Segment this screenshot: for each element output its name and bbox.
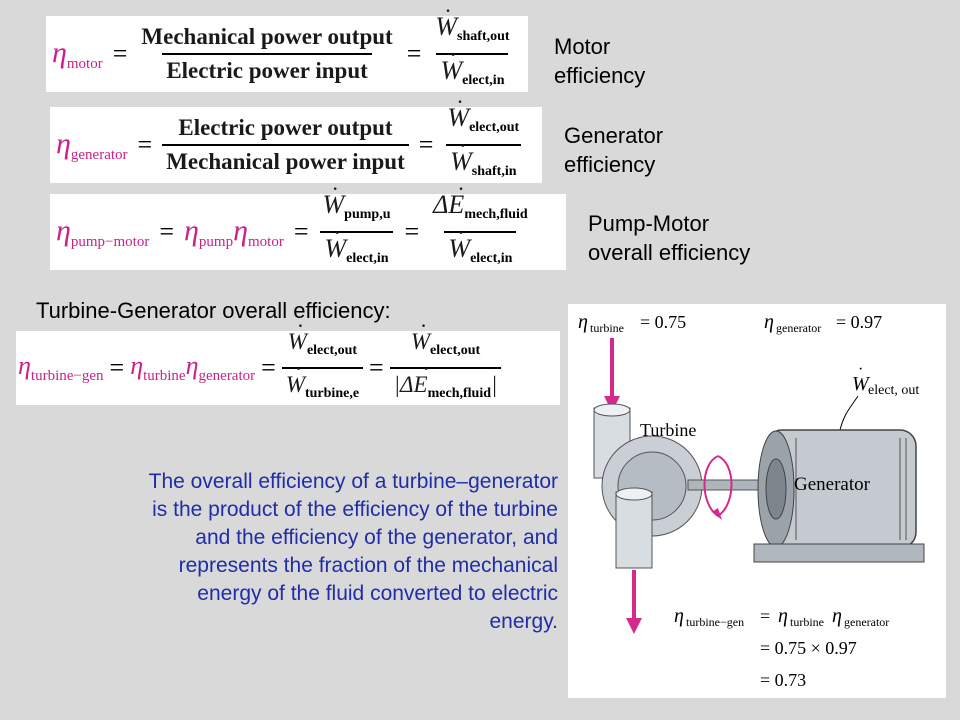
eta-symbol: ηmotor xyxy=(52,35,103,72)
eta-tg-equals: = xyxy=(760,606,770,626)
outflow-arrow-head xyxy=(626,618,642,634)
turbine-label: Turbine xyxy=(640,420,696,440)
generator-end-hub xyxy=(765,458,787,520)
rotation-arrow-back xyxy=(717,455,733,517)
w-elect-out-sub: elect, out xyxy=(868,383,919,398)
leader-line xyxy=(839,395,859,431)
w-dot: · xyxy=(858,361,863,378)
eta-tg-sub: turbine−gen xyxy=(686,615,744,629)
eta-t-product-sub: turbine xyxy=(790,615,824,629)
turbine-generator-figure: η turbine = 0.75 η generator = 0.97 W · … xyxy=(568,304,946,698)
eta-g-product-sub: generator xyxy=(844,615,889,629)
generator-efficiency-equation: ηgenerator = Electric power output Mecha… xyxy=(50,86,542,183)
word-fraction: Electric power output Mechanical power i… xyxy=(162,112,409,178)
eta-generator-sub: generator xyxy=(776,321,821,335)
w-elect-out-label: W xyxy=(852,373,871,395)
motor-efficiency-equation: ηmotor = Mechanical power output Electri… xyxy=(46,0,528,92)
eta-generator-value: = 0.97 xyxy=(836,312,882,332)
energy-fraction: ΔEmech,fluid Welect,in xyxy=(429,173,532,275)
inlet-pipe-top xyxy=(593,403,631,417)
outlet-pipe xyxy=(615,491,653,569)
eta-t-product: η xyxy=(778,605,788,627)
cooling-fins xyxy=(795,438,907,540)
eta-symbol: ηgenerator xyxy=(56,126,128,163)
symbol-fraction: Wpump,u Welect,in xyxy=(319,173,395,275)
calc-line-3: = 0.73 xyxy=(760,670,806,690)
generator-base xyxy=(753,543,925,563)
symbol-fraction: Wshaft,out Welect,in xyxy=(431,0,513,97)
word-fraction: Mechanical power output Electric power i… xyxy=(137,21,396,87)
eta-symbol: ηpump−motor xyxy=(56,213,150,250)
eta-g-product: η xyxy=(832,605,842,627)
energy-fraction: Welect,out |ΔEmech,fluid| xyxy=(389,310,502,410)
symbol-fraction: Welect,out Wturbine,e xyxy=(281,310,364,410)
outlet-pipe-top xyxy=(615,487,653,501)
turbine-generator-heading: Turbine-Generator overall efficiency: xyxy=(36,298,391,323)
eta-symbol: ηturbine−gen xyxy=(18,351,104,384)
eta-tg-label: η xyxy=(674,605,684,627)
eta-generator-label: η xyxy=(764,311,774,333)
eta-turbine-label: η xyxy=(578,311,588,333)
explanation-paragraph: The overall efficiency of a turbine–gene… xyxy=(148,470,558,633)
eta-turbine-sub: turbine xyxy=(590,321,624,335)
symbol-fraction: Welect,out Wshaft,in xyxy=(443,86,523,188)
eta-turbine-value: = 0.75 xyxy=(640,312,686,332)
rotation-arrow-head xyxy=(712,508,722,520)
calc-line-2: = 0.75 × 0.97 xyxy=(760,638,857,658)
generator-label: Generator xyxy=(794,474,871,495)
